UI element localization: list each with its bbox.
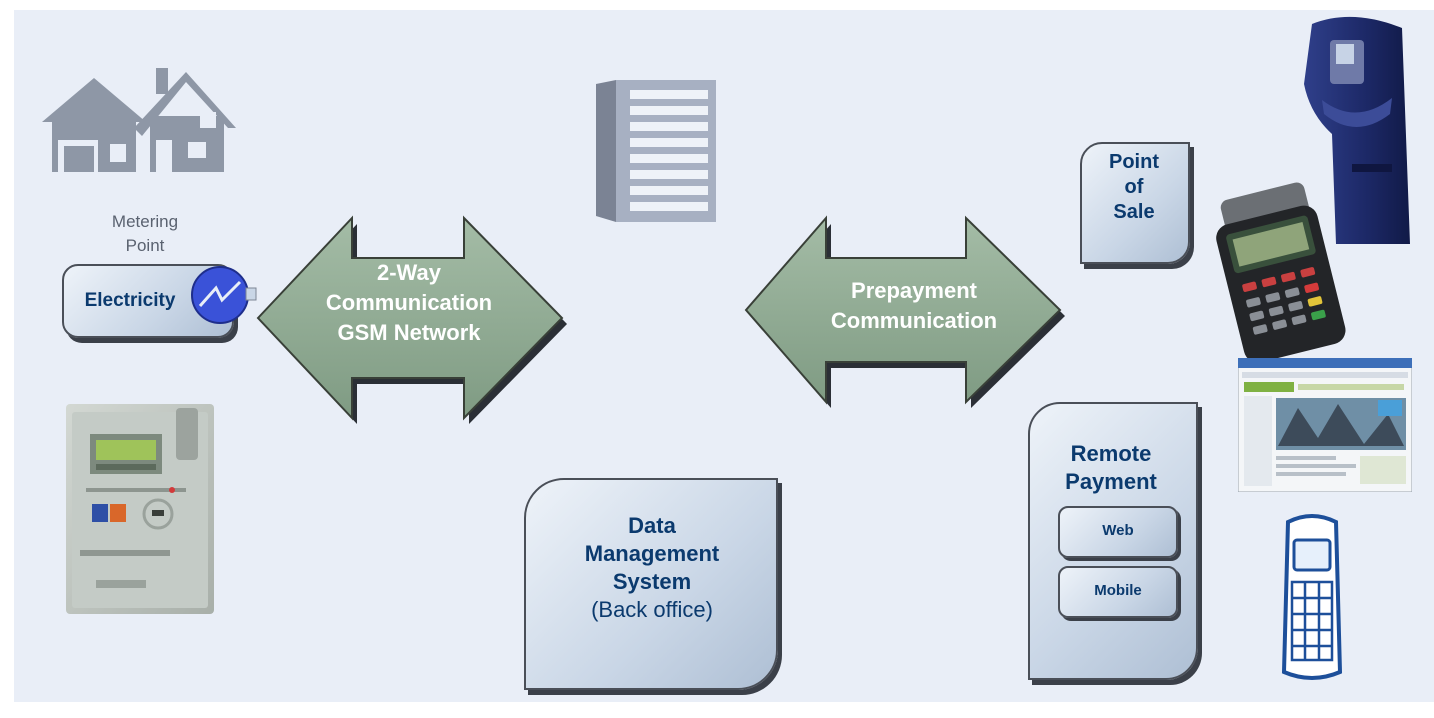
arrow-left-line2: Communication [325, 290, 493, 315]
arrow-right-line2: Communication [830, 308, 998, 333]
remote-line2: Payment [1065, 469, 1157, 494]
point-of-sale-label: Point of Sale [1084, 150, 1184, 225]
smart-meter-icon [66, 404, 214, 614]
mobile-payment-label: Mobile [1094, 582, 1142, 599]
electricity-label: Electricity [84, 290, 176, 311]
data-management-system-box [524, 478, 778, 690]
remote-payment-label: Remote Payment [1034, 440, 1188, 496]
server-icon [596, 80, 716, 222]
metering-caption-line1: Metering [111, 212, 179, 231]
dms-line2: Management [584, 541, 720, 566]
web-payment-button[interactable] [1058, 506, 1178, 558]
metering-point-caption: Metering Point [85, 210, 205, 258]
two-way-communication-arrow [256, 215, 567, 424]
arrow-left-line1: 2-Way [377, 260, 441, 285]
web-page-screenshot-icon [1238, 358, 1412, 492]
atm-kiosk-icon [1304, 16, 1410, 245]
pos-line2: of [1124, 176, 1144, 198]
meter-dial-icon [191, 266, 257, 324]
pos-line3: Sale [1113, 201, 1155, 223]
house-icon [42, 68, 236, 172]
point-of-sale-box [1080, 142, 1190, 264]
arrow-right-line1: Prepayment [851, 278, 977, 303]
two-way-communication-label: 2-Way Communication GSM Network [296, 258, 522, 348]
prepayment-communication-arrow [744, 215, 1065, 408]
web-payment-label: Web [1102, 522, 1134, 539]
prepayment-communication-label: Prepayment Communication [804, 276, 1024, 336]
card-terminal-icon [1216, 182, 1346, 362]
metering-caption-line2: Point [125, 236, 165, 255]
remote-line1: Remote [1070, 441, 1152, 466]
mobile-phone-icon [1281, 514, 1343, 680]
dms-line3: System [612, 569, 692, 594]
data-management-system-label: Data Management System (Back office) [530, 512, 774, 624]
mobile-payment-button[interactable] [1058, 566, 1178, 618]
pos-line1: Point [1109, 151, 1159, 173]
dms-line4: (Back office) [591, 597, 713, 622]
arrow-left-line3: GSM Network [337, 320, 481, 345]
dms-line1: Data [628, 513, 676, 538]
